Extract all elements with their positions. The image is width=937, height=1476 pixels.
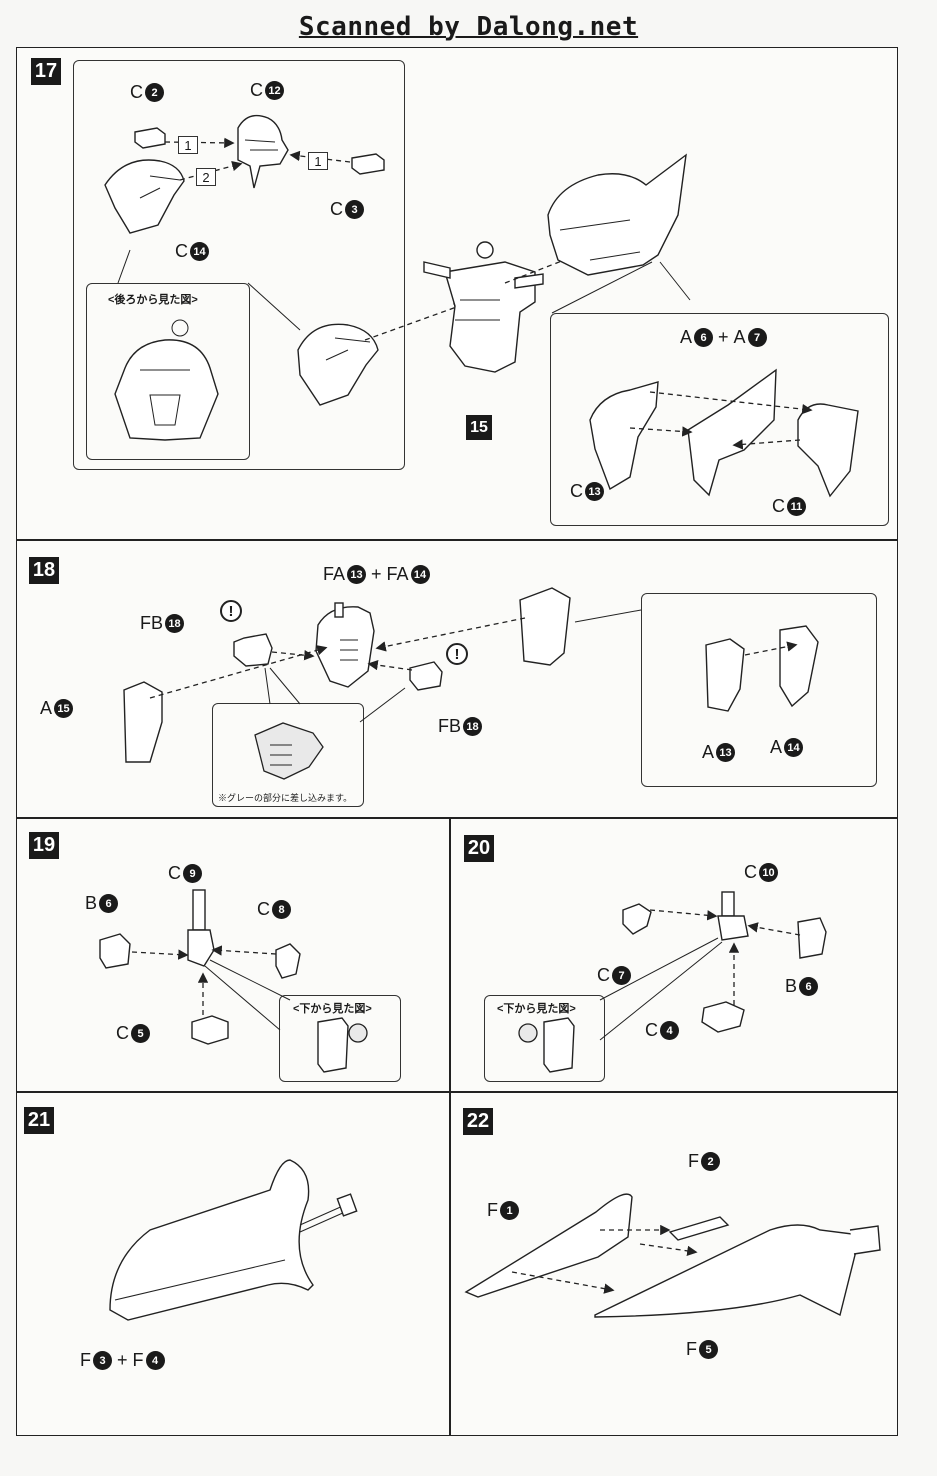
step-21-panel (16, 1092, 450, 1436)
order-tag-1-right: 1 (308, 152, 328, 170)
scan-watermark: Scanned by Dalong.net (298, 12, 639, 42)
step-18-number: 18 (29, 557, 59, 584)
step-22-panel (450, 1092, 898, 1436)
insert-note: ※グレーの部分に差し込みます。 (218, 793, 353, 803)
torso-part-15-label: 15 (466, 415, 492, 440)
step-17-number: 17 (31, 58, 61, 85)
step-18-a13-a14-detail-box (641, 593, 877, 787)
caution-icon-bottom: ! (446, 643, 468, 665)
bottom-view-caption-s19: <下から見た図> (293, 1003, 372, 1015)
step-20-number: 20 (464, 835, 494, 862)
step-19-number: 19 (29, 832, 59, 859)
step-21-number: 21 (24, 1107, 54, 1134)
order-tag-1-left: 1 (178, 136, 198, 154)
bottom-view-caption-s20: <下から見た図> (497, 1003, 576, 1015)
back-view-caption: <後ろから見た図> (108, 294, 198, 306)
step-17-back-view-box (86, 283, 250, 460)
caution-icon-top: ! (220, 600, 242, 622)
order-tag-2: 2 (196, 168, 216, 186)
step-22-number: 22 (463, 1108, 493, 1135)
